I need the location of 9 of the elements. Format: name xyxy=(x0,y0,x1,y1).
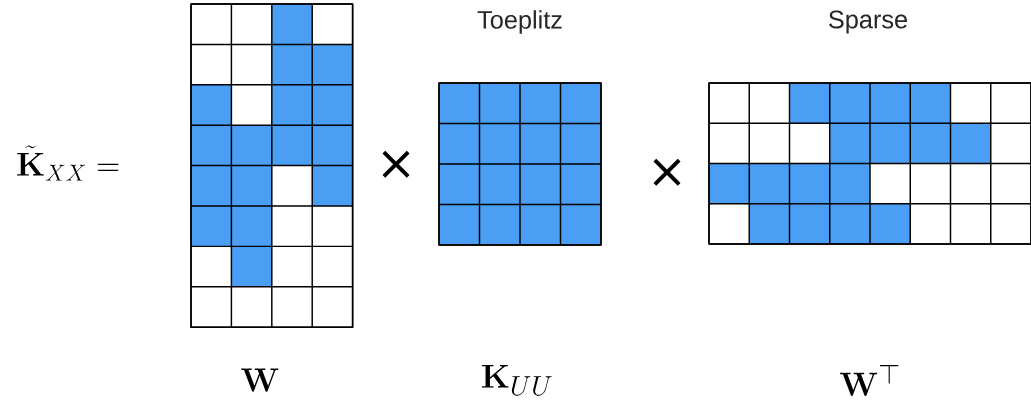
times-sign: × xyxy=(653,158,681,186)
matrix-heading: Sparse xyxy=(829,10,907,34)
matrix-symbol: $\mathbf{W}^{\top}$ xyxy=(840,365,899,396)
matrix-symbol: $\mathbf{K}_{UU}$ xyxy=(482,364,552,396)
equation-lhs: $\tilde{\mathbf{K}}_{XX} =$ xyxy=(17,145,119,181)
matrix-grid xyxy=(190,3,354,328)
matrix-heading: Toeplitz xyxy=(477,10,562,34)
times-sign: × xyxy=(382,150,410,178)
matrix-symbol: $\mathbf{W}$ xyxy=(241,368,279,392)
